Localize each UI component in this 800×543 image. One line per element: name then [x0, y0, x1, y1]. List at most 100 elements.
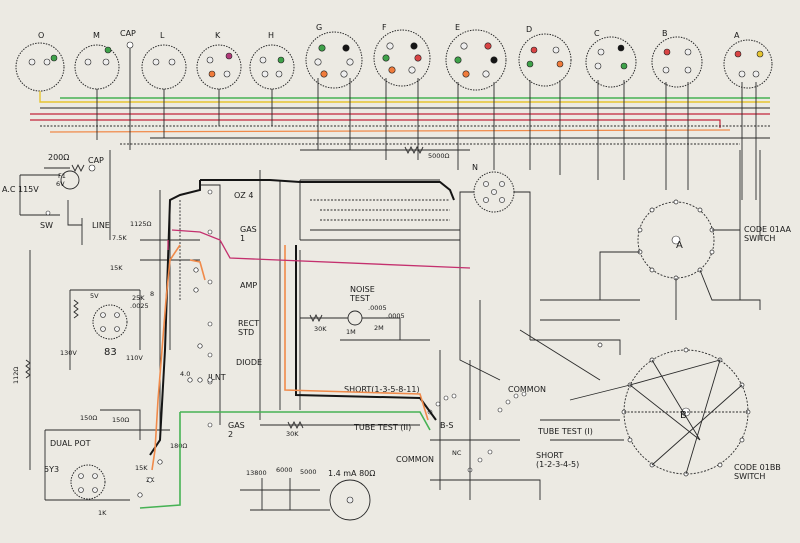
socket-l: L — [141, 31, 187, 90]
socket-c-label: C — [594, 29, 600, 38]
short-1-label: SHORT(1-3-5-8-11) — [344, 385, 420, 394]
upper-resistor-string: 5000Ω — [299, 145, 470, 241]
socket-a-label: A — [734, 31, 740, 40]
tube-5y3-label: 5Y3 — [44, 465, 59, 474]
socket-leads — [96, 48, 757, 200]
r5000b-label: 5000 — [300, 468, 317, 476]
socket-cap: CAP — [120, 29, 136, 49]
tube-test-i-label: TUBE TEST (I) — [537, 427, 593, 436]
oz4-label: OZ 4 — [234, 191, 253, 200]
lower-selectors: 30K SHORT(1-3-5-8-11) TUBE TEST (II) COM… — [260, 350, 593, 500]
socket-k: K — [196, 31, 242, 90]
dual-pot-label: DUAL POT — [50, 439, 91, 448]
pilot-label: 6V — [56, 180, 65, 188]
socket-m: M — [74, 31, 120, 90]
socket-d: D — [518, 25, 572, 87]
r13800-label: 13800 — [246, 469, 267, 477]
r1k-label: 1K — [98, 509, 107, 517]
c8-label: 8 — [150, 290, 154, 298]
r112-label: 112Ω — [12, 367, 20, 384]
r15k-label: 15K — [110, 264, 123, 272]
socket-g: G — [305, 23, 363, 89]
rectifier-83: 83 5V 130V 110V — [60, 289, 143, 370]
r30k-a-label: 30K — [314, 325, 327, 333]
interconnect — [259, 150, 761, 441]
amp-label: AMP — [240, 281, 257, 290]
ac-line-label: A.C 115V — [2, 185, 39, 194]
misc-nodes — [137, 267, 213, 498]
c0005b-label: .0005 — [386, 312, 405, 320]
r30k-b-label: 30K — [286, 430, 299, 438]
r6000-label: 6000 — [276, 466, 293, 474]
socket-b: B — [651, 29, 703, 88]
socket-f-label: F — [382, 23, 387, 32]
socket-n-label: N — [472, 163, 478, 172]
socket-e: E — [445, 23, 507, 91]
v130-label: 130V — [60, 349, 77, 357]
r1m-label: 1M — [346, 328, 356, 336]
r150b-label: 150Ω — [112, 416, 129, 424]
r-200-label: 200Ω — [48, 153, 69, 162]
socket-h-label: H — [268, 31, 274, 40]
common-1-label: COMMON — [508, 385, 546, 394]
socket-d-label: D — [526, 25, 532, 34]
socket-f: F — [373, 23, 431, 87]
r25k-label: 25K — [132, 294, 145, 302]
switch-label: SW — [40, 221, 53, 230]
socket-l-label: L — [160, 31, 165, 40]
meter: 1.4 mA 80Ω 13800 6000 5000 — [240, 466, 375, 521]
c0005-label: .0005 — [368, 304, 387, 312]
socket-e-label: E — [455, 23, 460, 32]
socket-o: O — [15, 31, 65, 92]
v5-label: 5V — [90, 292, 99, 300]
r7-5k-label: 7.5K — [112, 234, 127, 242]
power-section: 200Ω CAP F1 6V A.C 115V SW LINE — [2, 150, 111, 245]
v110-label: 110V — [126, 354, 143, 362]
line-label: LINE — [92, 221, 110, 230]
r40-label: 4.0 — [180, 370, 190, 378]
bus-lines — [30, 91, 770, 145]
rectifier-5y3: 5Y3 DUAL POT 150Ω 150Ω 1K — [44, 409, 170, 517]
tube-test-ii-label: TUBE TEST (II) — [353, 423, 411, 432]
r2m-label: 2M — [374, 324, 384, 332]
socket-c: C — [585, 29, 637, 88]
switch-b-label: B — [680, 410, 687, 421]
r5000-label: 5000Ω — [428, 152, 450, 160]
left-resistor: 112Ω — [12, 250, 31, 470]
nc-label: NC — [452, 449, 462, 457]
cap-top-label: CAP — [120, 29, 136, 38]
socket-b-label: B — [662, 29, 668, 38]
socket-o-label: O — [38, 31, 44, 40]
socket-row: O M CAP L K — [15, 23, 773, 92]
diode-label: DIODE — [236, 358, 262, 367]
ilnt-label: ILNT — [208, 373, 226, 382]
socket-n: N — [459, 163, 531, 340]
socket-k-label: K — [215, 31, 221, 40]
socket-g-label: G — [316, 23, 322, 32]
short-2-label: SHORT(1-2-3-4-5) — [536, 451, 579, 469]
cap-lower-label: CAP — [88, 156, 104, 165]
highlighted-wires — [139, 179, 471, 509]
socket-h: H — [249, 31, 295, 90]
r1125-label: 1125Ω — [130, 220, 152, 228]
socket-m-label: M — [93, 31, 100, 40]
common-2-label: COMMON — [396, 455, 434, 464]
tube-83-label: 83 — [104, 347, 117, 358]
meter-label: 1.4 mA 80Ω — [328, 469, 375, 478]
socket-a: A — [723, 31, 773, 89]
fuse-label: F1 — [58, 172, 66, 180]
r15k2-label: 15K — [135, 464, 148, 472]
b-s-label: B-S — [440, 421, 453, 430]
r180-label: 180Ω — [170, 442, 187, 450]
